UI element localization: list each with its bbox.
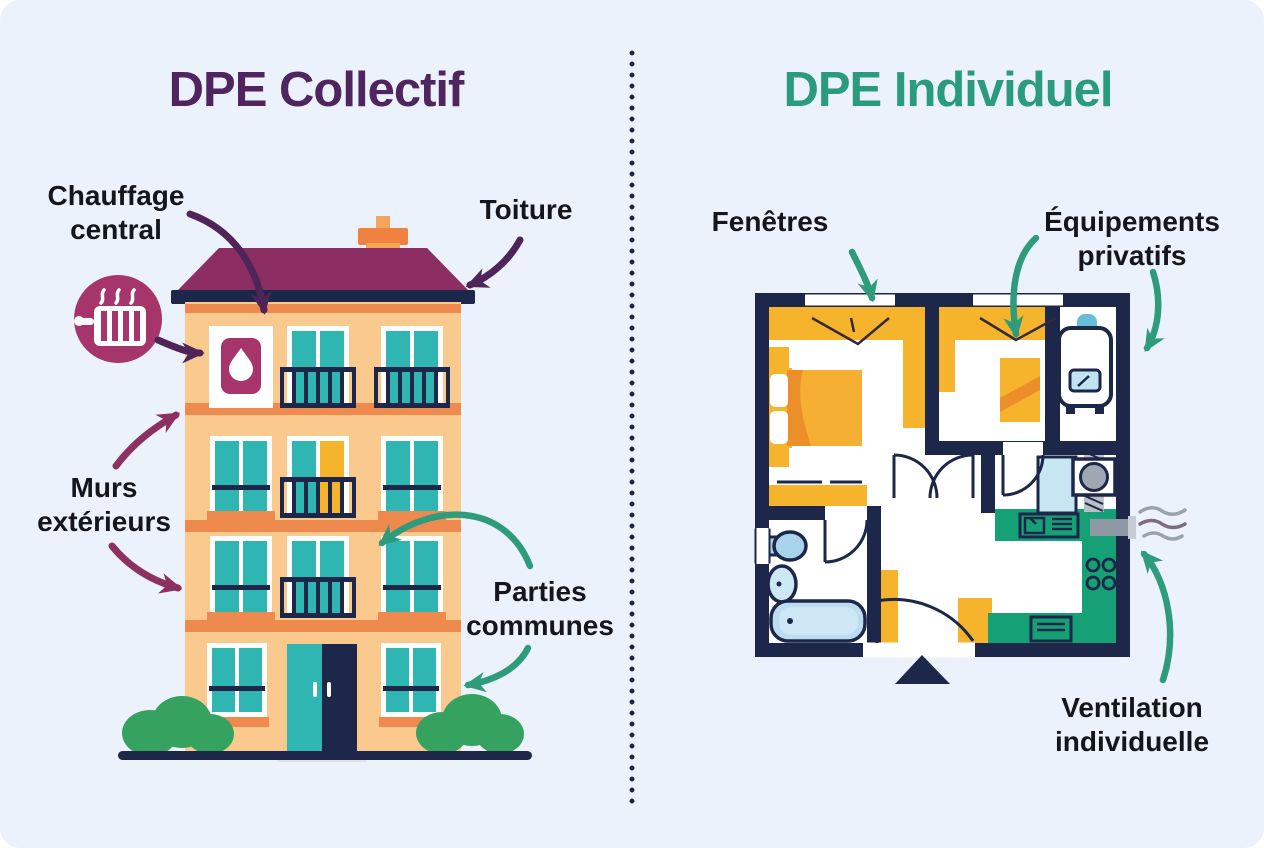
entrance-arrow-icon [895,655,950,684]
window-f2-right [381,536,443,618]
label-equipements-privatifs: Équipements privatifs [1044,206,1220,271]
label-chauffage-central: Chauffage central [47,180,185,245]
bed-right-icon [1000,358,1040,435]
parties-communes-arrow-bottom [463,644,532,693]
roof [171,248,475,304]
individuel-title: DPE Individuel [783,63,1113,117]
murs-exterieurs-arrow-bottom [108,542,183,594]
shower-door-icon [1001,454,1045,497]
window-ground-left [207,643,267,717]
apartment-building [118,216,532,762]
air-flow-icon [1138,506,1187,541]
boiler-window [209,326,273,408]
parties-communes-arrow-top [378,511,534,570]
window-f2-left [210,536,272,618]
extractor-fan-icon [1071,441,1117,512]
bedroom-right [939,307,1045,392]
murs-exterieurs-arrow-top [112,411,181,470]
window-ground-right [381,643,441,717]
floor-plan [754,293,1187,684]
collectif-illustration [74,210,534,762]
equipements-arrow-left [1003,234,1040,339]
window-opening-right [973,294,1063,306]
window-opening-bathroom [756,528,769,564]
door-arcs [823,453,1045,643]
bathroom-door-icon [823,519,869,564]
collectif-title: DPE Collectif [168,63,465,117]
shower-door-opening [1003,442,1043,455]
radiator-to-boiler-arrow [154,336,205,364]
entrance-opening [863,642,975,658]
window-f3-right [381,436,443,518]
chauffage-central-arrow [186,210,272,315]
dpe-individuel-panel: DPE Individuel Fenêtres Équipements priv… [632,0,1264,848]
fenetres-arrow [848,248,878,303]
toiture-arrow [465,236,524,289]
equipements-arrow-right [1143,268,1165,353]
dotted-divider-line [629,48,635,804]
steam-icon [99,288,136,305]
cupboard-right [958,598,992,643]
bed-icon [770,370,862,446]
entrance-door-icon [875,597,975,643]
bathtub-icon [769,599,867,643]
water-heater-icon [1057,314,1113,414]
flame-icon [229,348,253,381]
radiator-icon [74,275,162,363]
cabinet-icon [1029,615,1073,643]
bushes [122,694,524,756]
window-opening-left [805,294,895,306]
label-murs-exterieurs: Murs extérieurs [37,472,171,537]
label-ventilation-individuelle: Ventilation individuelle [1054,692,1210,757]
double-door-icon [892,453,939,499]
label-fenetres: Fenêtres [711,206,829,237]
entrance-door [287,644,357,753]
window-swing-lines [811,316,1057,346]
label-toiture: Toiture [479,194,573,225]
ground-line [118,751,532,760]
individuel-illustration [754,234,1187,684]
dpe-collectif-panel: DPE Collectif Chauffage central Toiture … [37,63,614,762]
bathroom-door-opening [825,506,867,520]
label-parties-communes: Parties communes [466,576,614,641]
vent-icon [1090,516,1136,539]
shower-icon [1036,455,1078,515]
ventilation-arrow [1140,550,1174,684]
stove-icon [1085,557,1117,591]
window-f3-left [210,436,272,518]
washbasin-icon [766,564,798,604]
